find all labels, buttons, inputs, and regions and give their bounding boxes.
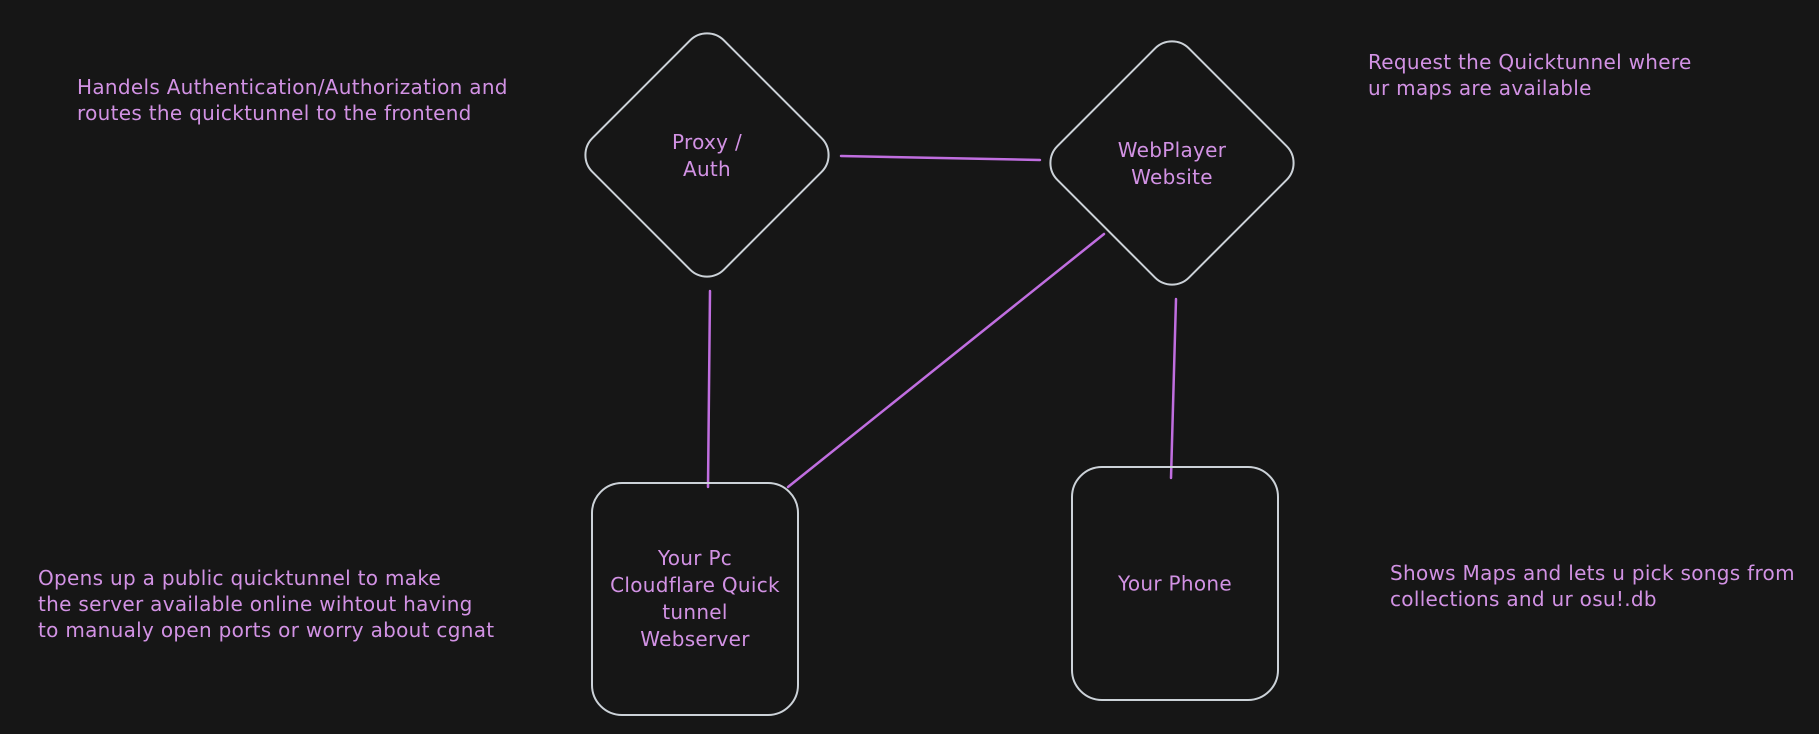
- node-shape-webplayer-website[interactable]: [1040, 31, 1303, 294]
- edge-webplayer-to-phone: [1169, 297, 1178, 480]
- node-shape-proxy-auth[interactable]: [575, 23, 838, 286]
- annotation-phone-note: Shows Maps and lets u pick songs from co…: [1390, 561, 1795, 611]
- node-label-webplayer-website: WebPlayer Website: [1117, 138, 1227, 189]
- node-label-your-phone: Your Phone: [1117, 571, 1233, 596]
- node-shape-your-phone[interactable]: [1071, 466, 1279, 701]
- annotation-proxy-note: Handels Authentication/Authorization and…: [77, 75, 508, 125]
- edge-proxy-to-webplayer: [839, 154, 1042, 162]
- edge-proxy-to-webserver: [706, 289, 712, 489]
- annotation-webserver-note: Opens up a public quicktunnel to make th…: [38, 566, 495, 642]
- edge-webplayer-to-webserver: [786, 232, 1106, 489]
- node-label-proxy-auth: Proxy / Auth: [672, 130, 742, 181]
- node-shape-pc-webserver[interactable]: [591, 482, 799, 716]
- annotation-webplayer-note: Request the Quicktunnel where ur maps ar…: [1368, 50, 1692, 100]
- node-label-pc-webserver: Your Pc Cloudflare Quick tunnel Webserve…: [610, 546, 780, 651]
